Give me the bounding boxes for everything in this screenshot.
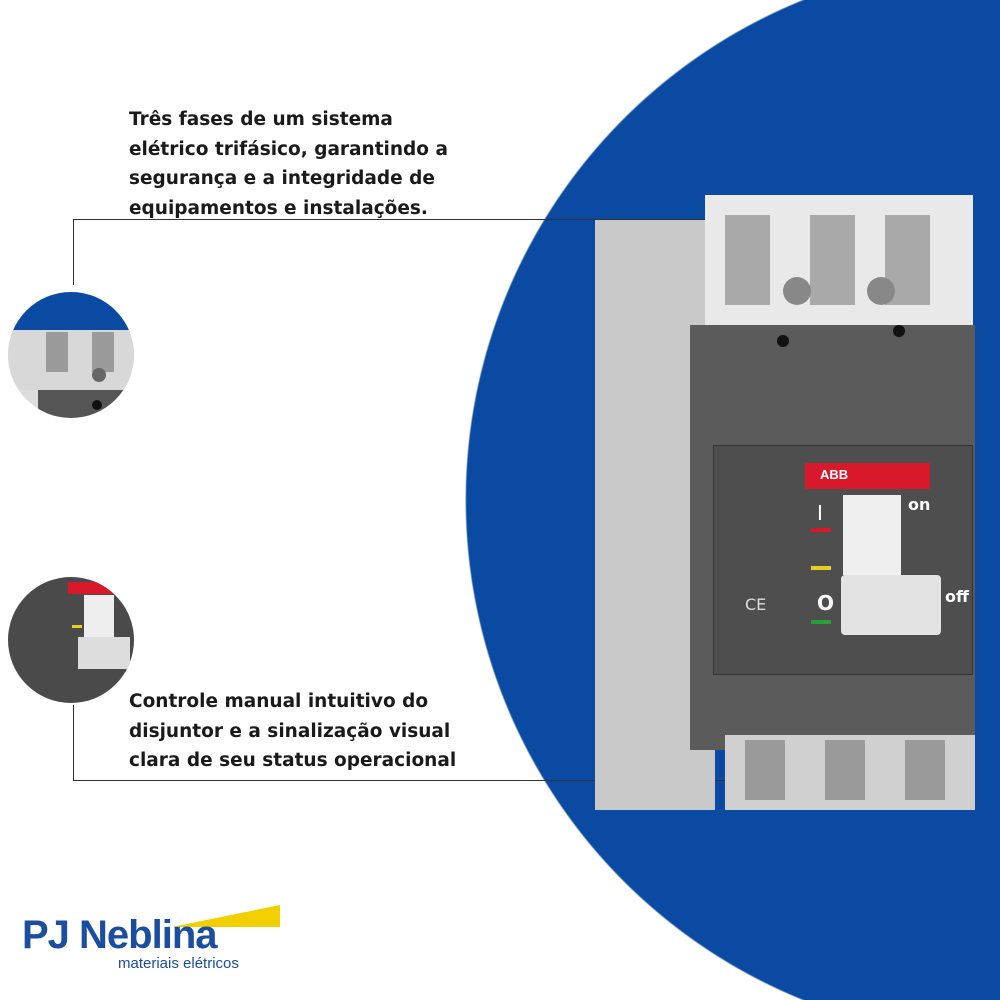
caption-line: elétrico trifásico, garantindo a xyxy=(129,138,448,160)
callout-line-bottom-left xyxy=(73,705,74,781)
logo-tagline: materiais elétricos xyxy=(118,955,239,972)
ce-mark: CE xyxy=(745,595,767,614)
handle-detail-thumbnail xyxy=(8,577,134,703)
toggle-handle xyxy=(841,575,941,635)
off-label: off xyxy=(945,587,969,606)
terminals-detail-thumbnail xyxy=(8,292,134,418)
pj-neblina-logo: PJ Neblina materiais elétricos xyxy=(22,905,280,972)
logo-name: PJ Neblina xyxy=(22,913,218,957)
logo-yellow-wedge xyxy=(172,905,280,927)
bottom-caption: Controle manual intuitivo do disjuntor e… xyxy=(129,687,456,776)
caption-line: Controle manual intuitivo do xyxy=(129,691,429,712)
on-mark: I xyxy=(817,501,823,525)
callout-line-top xyxy=(73,219,715,220)
caption-line: disjuntor e a sinalização visual xyxy=(129,720,451,742)
on-label: on xyxy=(908,495,931,514)
off-mark: O xyxy=(817,591,835,615)
circuit-breaker-image: ABB I O on CE off xyxy=(595,195,975,815)
abb-logo: ABB xyxy=(820,467,849,482)
caption-line: segurança e a integridade de xyxy=(129,168,435,189)
caption-line: clara de seu status operacional xyxy=(129,750,457,771)
caption-line: Três fases de um sistema xyxy=(129,109,393,130)
top-caption: Três fases de um sistema elétrico trifás… xyxy=(129,105,448,223)
callout-line-bottom xyxy=(73,780,901,781)
caption-line: equipamentos e instalações. xyxy=(129,197,428,219)
callout-line-top-vertical xyxy=(73,219,74,285)
